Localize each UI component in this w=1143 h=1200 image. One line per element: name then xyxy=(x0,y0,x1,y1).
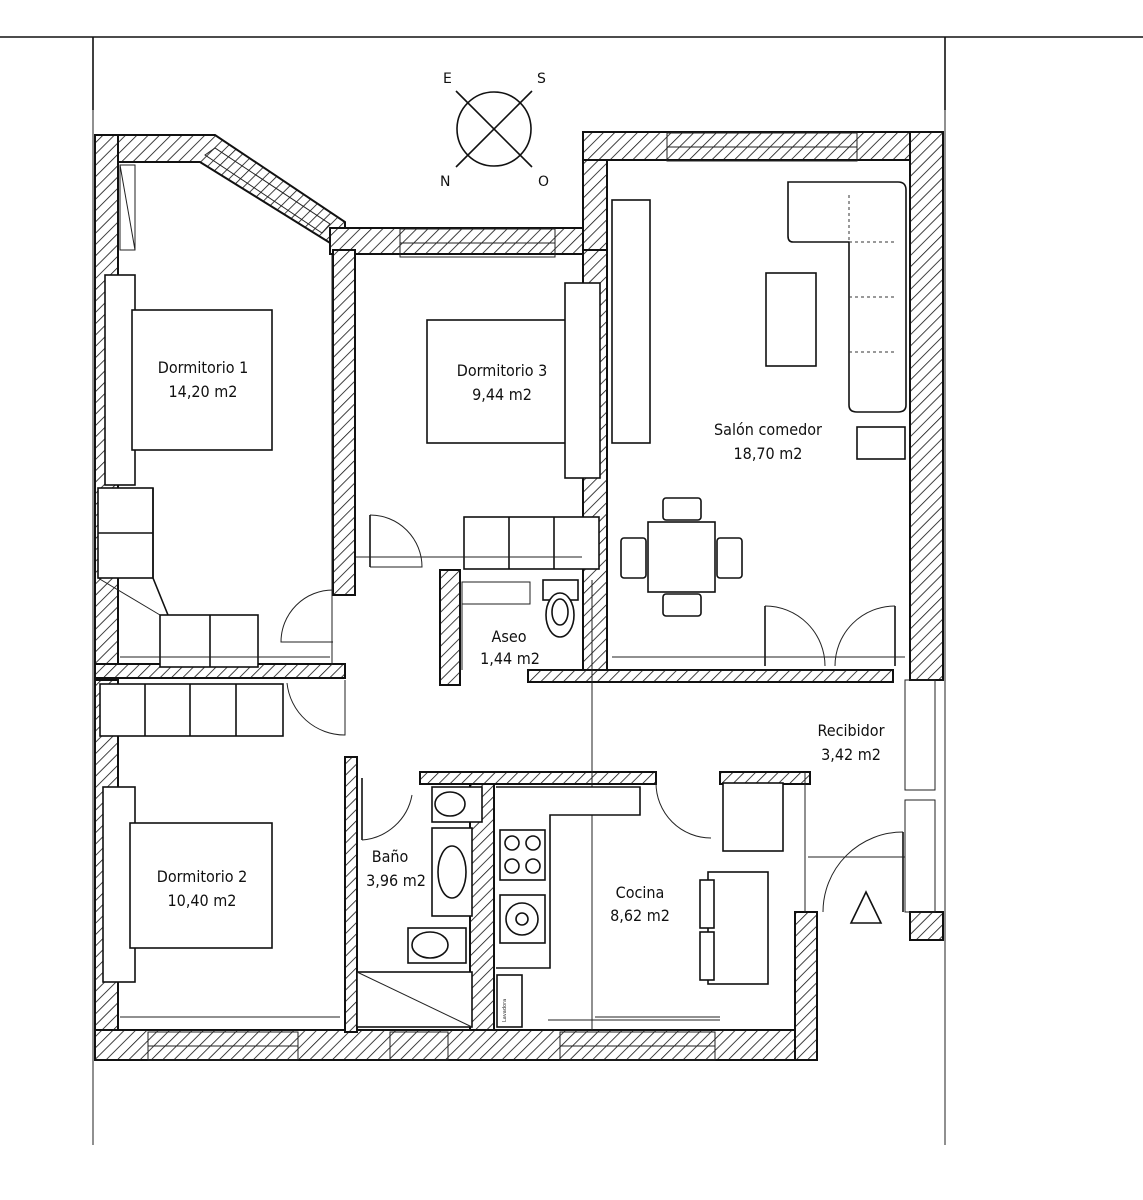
salon-furniture xyxy=(611,181,907,667)
bano-area: 3,96 m2 xyxy=(366,871,426,890)
recibidor-name: Recibidor xyxy=(817,721,884,740)
dormitorio3-name: Dormitorio 3 xyxy=(457,361,547,380)
dormitorio3-area: 9,44 m2 xyxy=(472,385,532,404)
compass-o-label: O xyxy=(538,174,549,190)
cocina-fixtures xyxy=(496,772,806,1028)
aseo-name: Aseo xyxy=(491,627,526,646)
dimension-marks xyxy=(120,556,905,1018)
cocina-name: Cocina xyxy=(616,883,665,902)
sheet-frame xyxy=(0,36,1143,1145)
aseo-area: 1,44 m2 xyxy=(480,649,540,668)
salon-name: Salón comedor xyxy=(714,420,822,439)
dormitorio1-name: Dormitorio 1 xyxy=(158,358,248,377)
cocina-area: 8,62 m2 xyxy=(610,906,670,925)
compass-s-label: S xyxy=(537,71,546,87)
dormitorio1-area: 14,20 m2 xyxy=(169,382,238,401)
entrance-door xyxy=(822,831,904,924)
compass-n-label: N xyxy=(440,174,450,190)
compass-e-label: E xyxy=(443,71,452,87)
room-labels: Dormitorio 1 14,20 m2 Dormitorio 3 9,44 … xyxy=(157,358,885,1022)
dormitorio2-furniture xyxy=(99,683,284,983)
dormitorio2-name: Dormitorio 2 xyxy=(157,867,247,886)
dormitorio2-area: 10,40 m2 xyxy=(168,891,237,910)
bano-name: Baño xyxy=(372,847,409,866)
dormitorio1-furniture xyxy=(97,164,334,668)
windows xyxy=(147,132,936,1061)
bano-fixtures xyxy=(356,778,483,1028)
recibidor-area: 3,42 m2 xyxy=(821,745,881,764)
dormitorio3-furniture xyxy=(369,282,601,570)
aseo-fixtures xyxy=(461,579,579,670)
salon-area: 18,70 m2 xyxy=(734,444,803,463)
compass-rose: E S N O xyxy=(440,71,549,190)
lavadora-label: Lavadora xyxy=(502,999,508,1022)
